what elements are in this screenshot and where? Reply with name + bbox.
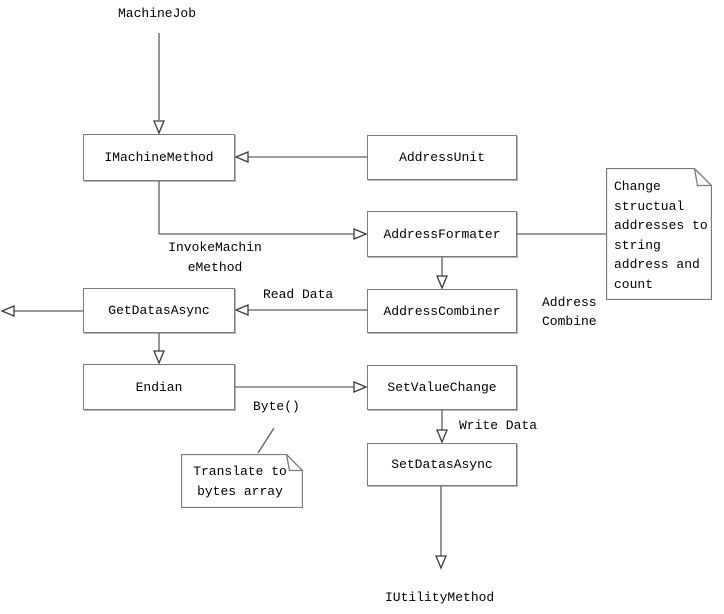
label-iutilitymethod: IUtilityMethod bbox=[385, 590, 495, 605]
note-change-structural[interactable]: Change structual addresses to string add… bbox=[606, 168, 712, 300]
edge-addressunit-to-imachinemethod bbox=[234, 151, 367, 163]
edge-getdatasasync-to-endian bbox=[153, 333, 165, 365]
edge-setvaluechange-to-setdatasasync bbox=[436, 410, 448, 444]
note-outline bbox=[181, 454, 303, 508]
node-setvaluechange-label: SetValueChange bbox=[387, 380, 497, 395]
label-byte: Byte() bbox=[253, 399, 300, 414]
note-translate-bytes-text: Translate to bytes array bbox=[193, 464, 287, 499]
label-invoke-machine-method: InvokeMachin eMethod bbox=[168, 240, 262, 275]
label-read-data: Read Data bbox=[263, 287, 334, 302]
node-imachinemethod[interactable]: IMachineMethod bbox=[83, 134, 235, 181]
label-machinejob: MachineJob bbox=[118, 6, 197, 21]
label-write-data: Write Data bbox=[459, 418, 538, 433]
edge-endian-to-setvaluechange bbox=[235, 381, 368, 393]
node-addresscombiner[interactable]: AddressCombiner bbox=[367, 289, 517, 333]
edge-addresscombiner-to-getdatasasync bbox=[234, 304, 367, 316]
edge-setdatasasync-to-iutilitymethod bbox=[435, 486, 447, 570]
node-addressformater-label: AddressFormater bbox=[383, 226, 501, 242]
node-getdatasasync-label: GetDatasAsync bbox=[108, 303, 210, 318]
node-setdatasasync[interactable]: SetDatasAsync bbox=[367, 443, 517, 486]
edge-getdatasasync-to-left bbox=[0, 305, 83, 317]
edge-imachinemethod-to-addressformater bbox=[158, 181, 368, 240]
node-setvaluechange[interactable]: SetValueChange bbox=[367, 365, 517, 410]
node-addresscombiner-label: AddressCombiner bbox=[383, 303, 501, 319]
edge-addressformater-to-addresscombiner bbox=[436, 257, 448, 290]
node-imachinemethod-label: IMachineMethod bbox=[104, 150, 214, 165]
note-translate-bytes[interactable]: Translate to bytes array bbox=[181, 454, 303, 508]
node-getdatasasync[interactable]: GetDatasAsync bbox=[83, 288, 235, 333]
note-fold-corner bbox=[285, 454, 303, 472]
edge-note-to-byte bbox=[257, 427, 275, 454]
node-endian[interactable]: Endian bbox=[83, 364, 235, 410]
node-addressunit[interactable]: AddressUnit bbox=[367, 135, 517, 180]
node-addressformater[interactable]: AddressFormater bbox=[367, 211, 517, 257]
note-outline bbox=[606, 168, 712, 300]
note-change-structural-text: Change structual addresses to string add… bbox=[614, 179, 708, 292]
node-addressunit-label: AddressUnit bbox=[399, 150, 485, 165]
label-address-combine: Address Combine bbox=[542, 295, 597, 329]
edge-machinejob-to-imachinemethod bbox=[153, 33, 165, 135]
node-endian-label: Endian bbox=[135, 379, 183, 395]
node-setdatasasync-label: SetDatasAsync bbox=[391, 457, 493, 472]
note-fold-corner bbox=[693, 168, 712, 187]
